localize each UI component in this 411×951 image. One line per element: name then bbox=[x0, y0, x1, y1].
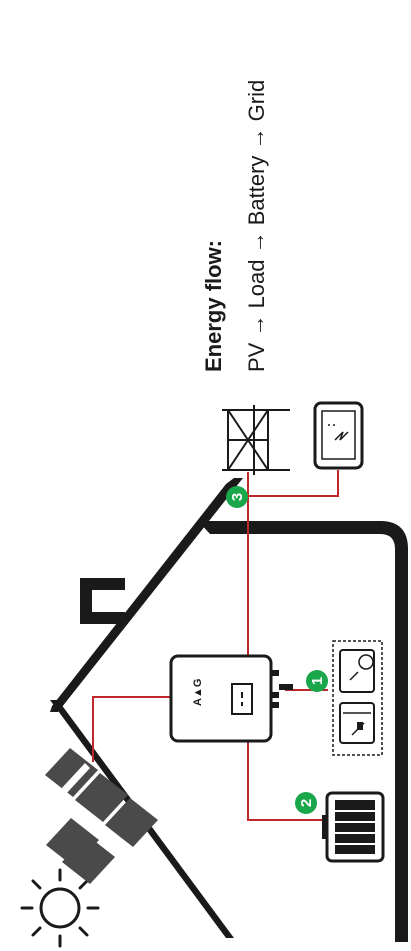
marker-1: 1 bbox=[306, 670, 328, 692]
sun-icon bbox=[22, 870, 98, 946]
battery-icon bbox=[322, 793, 383, 861]
svg-text:1: 1 bbox=[309, 677, 326, 685]
home-load-icon bbox=[333, 641, 382, 755]
svg-text:2: 2 bbox=[298, 799, 315, 807]
meter-icon bbox=[315, 403, 362, 468]
energy-flow-title: Energy flow: bbox=[201, 240, 227, 372]
energy-flow-sequence: PV → Load → Battery → Grid bbox=[244, 80, 270, 372]
svg-text:A▲G: A▲G bbox=[192, 679, 204, 706]
marker-3: 3 bbox=[226, 486, 248, 508]
svg-text:3: 3 bbox=[229, 493, 246, 501]
grid-tower-icon bbox=[222, 405, 290, 475]
marker-2: 2 bbox=[295, 792, 317, 814]
inverter-icon: A▲G bbox=[171, 656, 293, 741]
